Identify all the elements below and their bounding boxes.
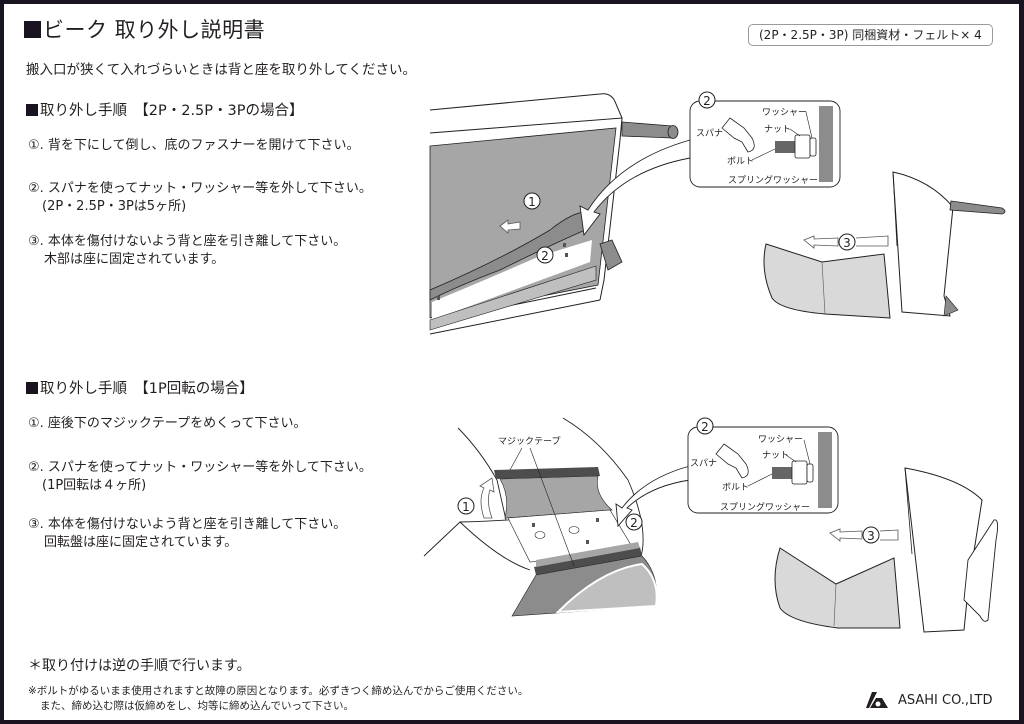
document-title: ビーク 取り外し説明書 bbox=[24, 14, 265, 44]
svg-text:ワッシャー: ワッシャー bbox=[758, 435, 803, 445]
step-3: ③. 本体を傷付けないよう背と座を引き離して下さい。 木部は座に固定されています… bbox=[28, 234, 347, 267]
nut-icon bbox=[791, 460, 808, 485]
square-bullet-icon bbox=[26, 382, 38, 394]
svg-text:マジックテープ: マジックテープ bbox=[498, 436, 560, 447]
step-1: ①. 背を下にして倒し、底のファスナーを開けて下さい。 bbox=[28, 138, 360, 153]
svg-text:ボルト: ボルト bbox=[727, 156, 754, 167]
callout-arrow bbox=[615, 465, 691, 528]
arrow-left-icon bbox=[803, 235, 839, 249]
svg-text:3: 3 bbox=[867, 529, 875, 543]
svg-text:ナット: ナット bbox=[762, 450, 789, 461]
hardware-callout: 2 ワッシャー ナット スパナ ボルト スプリングワッシャー bbox=[689, 91, 841, 188]
bolt-icon bbox=[532, 518, 599, 544]
svg-text:1: 1 bbox=[462, 500, 470, 514]
svg-text:1: 1 bbox=[528, 195, 536, 209]
step-marker-2: 2 bbox=[625, 513, 643, 531]
square-bullet-icon bbox=[26, 104, 38, 116]
svg-text:ボルト: ボルト bbox=[722, 482, 749, 493]
reassembly-note: ＊取り付けは逆の手順で行います。 bbox=[28, 658, 251, 674]
leg bbox=[599, 239, 623, 271]
section-heading-1p-swivel: 取り外し手順 【1P回転の場合】 bbox=[26, 377, 254, 398]
svg-text:2: 2 bbox=[701, 420, 709, 434]
svg-text:ワッシャー: ワッシャー bbox=[762, 108, 807, 118]
velcro-strip bbox=[494, 467, 600, 479]
step-1: ①. 座後下のマジックテープをめくって下さい。 bbox=[28, 416, 307, 431]
spanner-icon bbox=[715, 443, 749, 479]
step-marker-2: 2 bbox=[536, 246, 554, 264]
svg-text:ナット: ナット bbox=[764, 124, 791, 135]
step-marker-1: 1 bbox=[523, 192, 541, 210]
svg-text:3: 3 bbox=[843, 236, 851, 250]
step-marker-1: 1 bbox=[457, 497, 475, 515]
arrow-left-icon bbox=[499, 219, 521, 234]
arrow-left-icon bbox=[829, 528, 863, 542]
svg-text:2: 2 bbox=[541, 249, 549, 263]
velcro-strip bbox=[534, 547, 642, 575]
bolt-icon bbox=[772, 467, 792, 479]
svg-text:スパナ: スパナ bbox=[690, 458, 717, 469]
company-name: ASAHI CO.,LTD bbox=[898, 692, 993, 708]
step-2: ②. スパナを使ってナット・ワッシャー等を外して下さい。 (1P回転は４ヶ所) bbox=[28, 460, 372, 493]
step-3: ③. 本体を傷付けないよう背と座を引き離して下さい。 回転盤は座に固定されていま… bbox=[28, 517, 347, 550]
intro-text: 搬入口が狭くて入れづらいときは背と座を取り外してください。 bbox=[26, 62, 417, 78]
arrow-up-icon bbox=[479, 477, 495, 519]
included-materials-badge: (2P・2.5P・3P) 同梱資材・フェルト× 4 bbox=[748, 24, 993, 46]
bolt-icon bbox=[437, 243, 568, 300]
armrest bbox=[621, 121, 679, 139]
svg-text:2: 2 bbox=[630, 516, 638, 530]
seat-back-separation: 3 bbox=[763, 171, 1006, 319]
hardware-callout: 2 ワッシャー ナット スパナ ボルト スプリングワッシャー bbox=[687, 417, 839, 514]
section-heading-2p-3p: 取り外し手順 【2P・2.5P・3Pの場合】 bbox=[26, 99, 304, 120]
svg-text:スプリングワッシャー: スプリングワッシャー bbox=[720, 501, 810, 513]
company-logo: ASAHI CO.,LTD bbox=[866, 692, 992, 708]
callout-arrow bbox=[579, 139, 691, 237]
svg-text:スプリングワッシャー: スプリングワッシャー bbox=[728, 174, 818, 186]
caution-note: ※ボルトがゆるいまま使用されますと故障の原因となります。必ずきつく締め込んでから… bbox=[28, 685, 529, 712]
seat-back-separation: 3 bbox=[774, 467, 999, 633]
svg-text:スパナ: スパナ bbox=[696, 128, 723, 139]
spanner-icon bbox=[721, 117, 755, 153]
washer-icon bbox=[806, 463, 814, 483]
bolt-icon bbox=[775, 141, 795, 153]
svg-text:2: 2 bbox=[703, 94, 711, 108]
step-2: ②. スパナを使ってナット・ワッシャー等を外して下さい。 (2P・2.5P・3P… bbox=[28, 181, 372, 214]
square-bullet-icon bbox=[24, 21, 41, 38]
washer-icon bbox=[809, 137, 817, 157]
asahi-logo-icon bbox=[866, 692, 888, 708]
